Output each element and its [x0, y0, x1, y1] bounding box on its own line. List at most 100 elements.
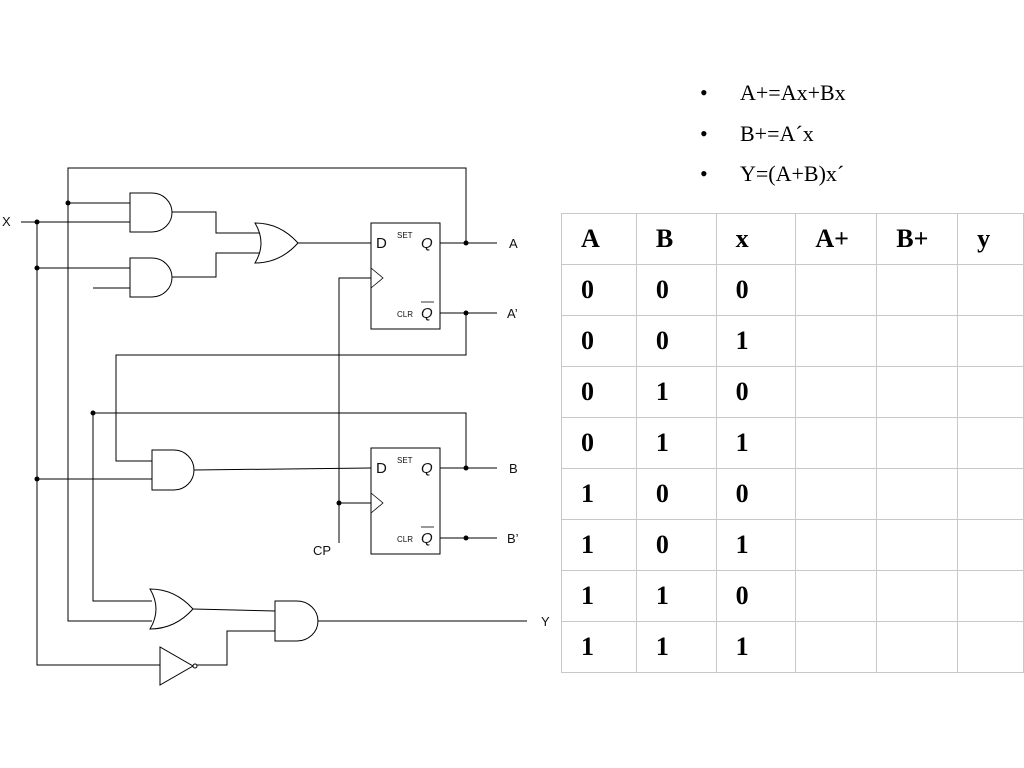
cell-b: 1	[635, 366, 717, 418]
or-gate-1	[254, 222, 299, 264]
junction-dot	[463, 465, 469, 471]
ff-b-d-label: D	[376, 460, 387, 477]
wire-clock	[338, 277, 371, 543]
cell-b-next	[876, 570, 959, 622]
not-gate-bubble	[192, 663, 198, 669]
cell-b: 0	[635, 315, 717, 367]
cell-b: 0	[635, 468, 717, 520]
ff-b-q-label: Q	[421, 460, 433, 477]
header-b-next: B+	[876, 213, 959, 265]
junction-dot	[336, 500, 342, 506]
ff-a-set-label: SET	[397, 231, 413, 240]
bullet: •	[700, 80, 708, 105]
cell-a: 0	[561, 366, 637, 418]
cell-y	[957, 264, 1024, 316]
cell-b: 1	[635, 570, 717, 622]
ff-a-clr-label: CLR	[397, 310, 413, 319]
output-b-label: B	[509, 461, 518, 476]
header-y: y	[957, 213, 1024, 265]
cell-a-next	[795, 468, 878, 520]
cell-x: 1	[715, 519, 797, 571]
junction-dot	[463, 310, 469, 316]
cell-b-next	[876, 366, 959, 418]
cell-a-next	[795, 366, 878, 418]
bullet: •	[700, 120, 708, 146]
cell-a: 1	[561, 519, 637, 571]
wire-or2-and4	[192, 608, 276, 612]
and-gate-4	[274, 600, 319, 642]
table-header-row: A B x A+ B+ y	[561, 213, 1024, 265]
wire-a-not-feedback	[115, 313, 467, 462]
cell-b-next	[876, 315, 959, 367]
ff-b-clr-label: CLR	[397, 535, 413, 544]
cell-a-next	[795, 417, 878, 469]
cell-b: 1	[635, 621, 717, 673]
cell-b-next	[876, 417, 959, 469]
wire-and1-or1	[172, 211, 260, 234]
cell-y	[957, 519, 1024, 571]
cell-b: 1	[635, 417, 717, 469]
cell-x: 1	[715, 621, 797, 673]
and-gate-2	[129, 257, 173, 298]
ff-b-qbar-label: Q	[421, 530, 433, 547]
equation-y: Y=(A+B)x´	[740, 161, 845, 186]
ff-a-q-label: Q	[421, 235, 433, 252]
ff-a-qbar-label: Q	[421, 305, 433, 322]
flip-flop-a	[370, 222, 441, 330]
equation-a-next: A+=Ax+Bx	[740, 80, 846, 105]
cell-x: 0	[715, 366, 797, 418]
clock-label: CP	[313, 543, 331, 558]
cell-b-next	[876, 519, 959, 571]
header-b: B	[635, 213, 717, 265]
cell-a-next	[795, 519, 878, 571]
header-x: x	[715, 213, 797, 265]
not-gate	[159, 646, 195, 686]
flip-flop-b	[370, 447, 441, 555]
cell-a: 0	[561, 315, 637, 367]
equation-item: • Y=(A+B)x´	[700, 157, 846, 198]
equation-item: •B+=A´x	[700, 117, 846, 158]
output-y-label: Y	[541, 614, 550, 629]
equation-item: • A+=Ax+Bx	[700, 76, 846, 117]
cell-a: 1	[561, 468, 637, 520]
cell-y	[957, 315, 1024, 367]
wire-a-feedback	[67, 167, 467, 622]
or-gate-2	[149, 588, 194, 630]
cell-x: 1	[715, 315, 797, 367]
junction-dot	[463, 240, 469, 246]
cell-a: 0	[561, 264, 637, 316]
cell-b-next	[876, 468, 959, 520]
cell-a-next	[795, 264, 878, 316]
cell-a: 1	[561, 621, 637, 673]
cell-x: 0	[715, 264, 797, 316]
cell-y	[957, 621, 1024, 673]
cell-x: 0	[715, 570, 797, 622]
wire-not-and4	[197, 630, 275, 666]
ff-a-clock-triangle	[370, 267, 384, 289]
cell-a-next	[795, 315, 878, 367]
cell-y	[957, 417, 1024, 469]
junction-dot	[463, 535, 469, 541]
cell-b: 0	[635, 519, 717, 571]
junction-dot	[65, 200, 71, 206]
junction-dot	[90, 410, 96, 416]
wire-and3-db	[193, 467, 372, 471]
cell-a-next	[795, 570, 878, 622]
and-gate-1	[129, 192, 173, 233]
cell-y	[957, 570, 1024, 622]
ff-b-clock-triangle	[370, 492, 384, 514]
cell-x: 0	[715, 468, 797, 520]
wire-x-bus	[36, 222, 160, 666]
ff-b-set-label: SET	[397, 456, 413, 465]
cell-x: 1	[715, 417, 797, 469]
header-a-next: A+	[795, 213, 878, 265]
bullet: •	[700, 161, 708, 186]
and-gate-3	[151, 449, 195, 491]
